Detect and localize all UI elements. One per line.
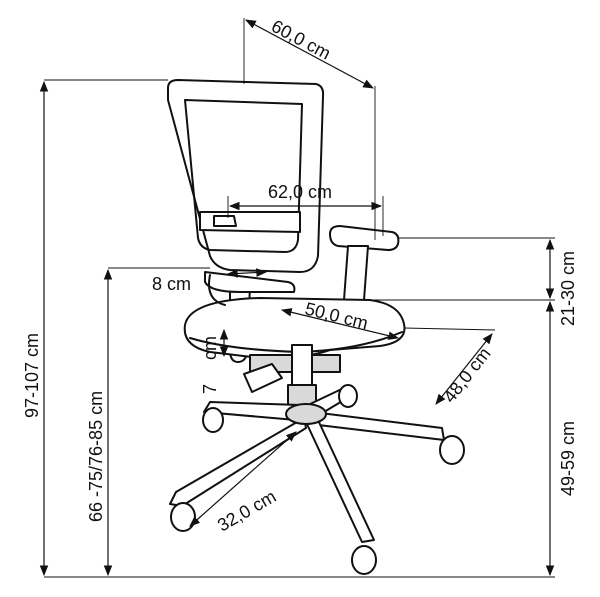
lumbar-label: 8 cm: [152, 274, 191, 294]
dimension-lines: [39, 18, 555, 578]
width-label: 62,0 cm: [268, 182, 332, 202]
back-cable: [208, 274, 226, 306]
lumbar-inner: [213, 215, 237, 227]
left-arm-bracket: [204, 271, 296, 293]
right-armrest-post: [343, 245, 369, 301]
armrest-height-label: 66 -75/76-85 cm: [86, 391, 106, 522]
seat-depth-line: [435, 333, 493, 405]
casters: [170, 384, 465, 575]
chair-illustration: [167, 79, 465, 575]
total-height-label: 97-107 cm: [22, 333, 42, 418]
tilt-lever: [243, 363, 283, 393]
seat-width-line: [280, 308, 400, 340]
arm-adjust-label-cm: cm: [200, 336, 220, 360]
seat-height-label: 49-59 cm: [558, 421, 578, 496]
backrest-mesh: [184, 99, 303, 253]
seat-depth-label: 48,0 cm: [439, 344, 494, 407]
lumbar-line: [226, 268, 268, 278]
base-radius-line: [189, 431, 297, 527]
depth-line: [245, 19, 374, 89]
arm-adjust-label-num: 7: [200, 384, 220, 394]
base-radius-label: 32,0 cm: [214, 486, 279, 535]
depth-label: 60,0 cm: [268, 16, 334, 64]
backrest-adjust-label: 21-30 cm: [558, 251, 578, 326]
right-armrest-pad: [329, 225, 400, 251]
